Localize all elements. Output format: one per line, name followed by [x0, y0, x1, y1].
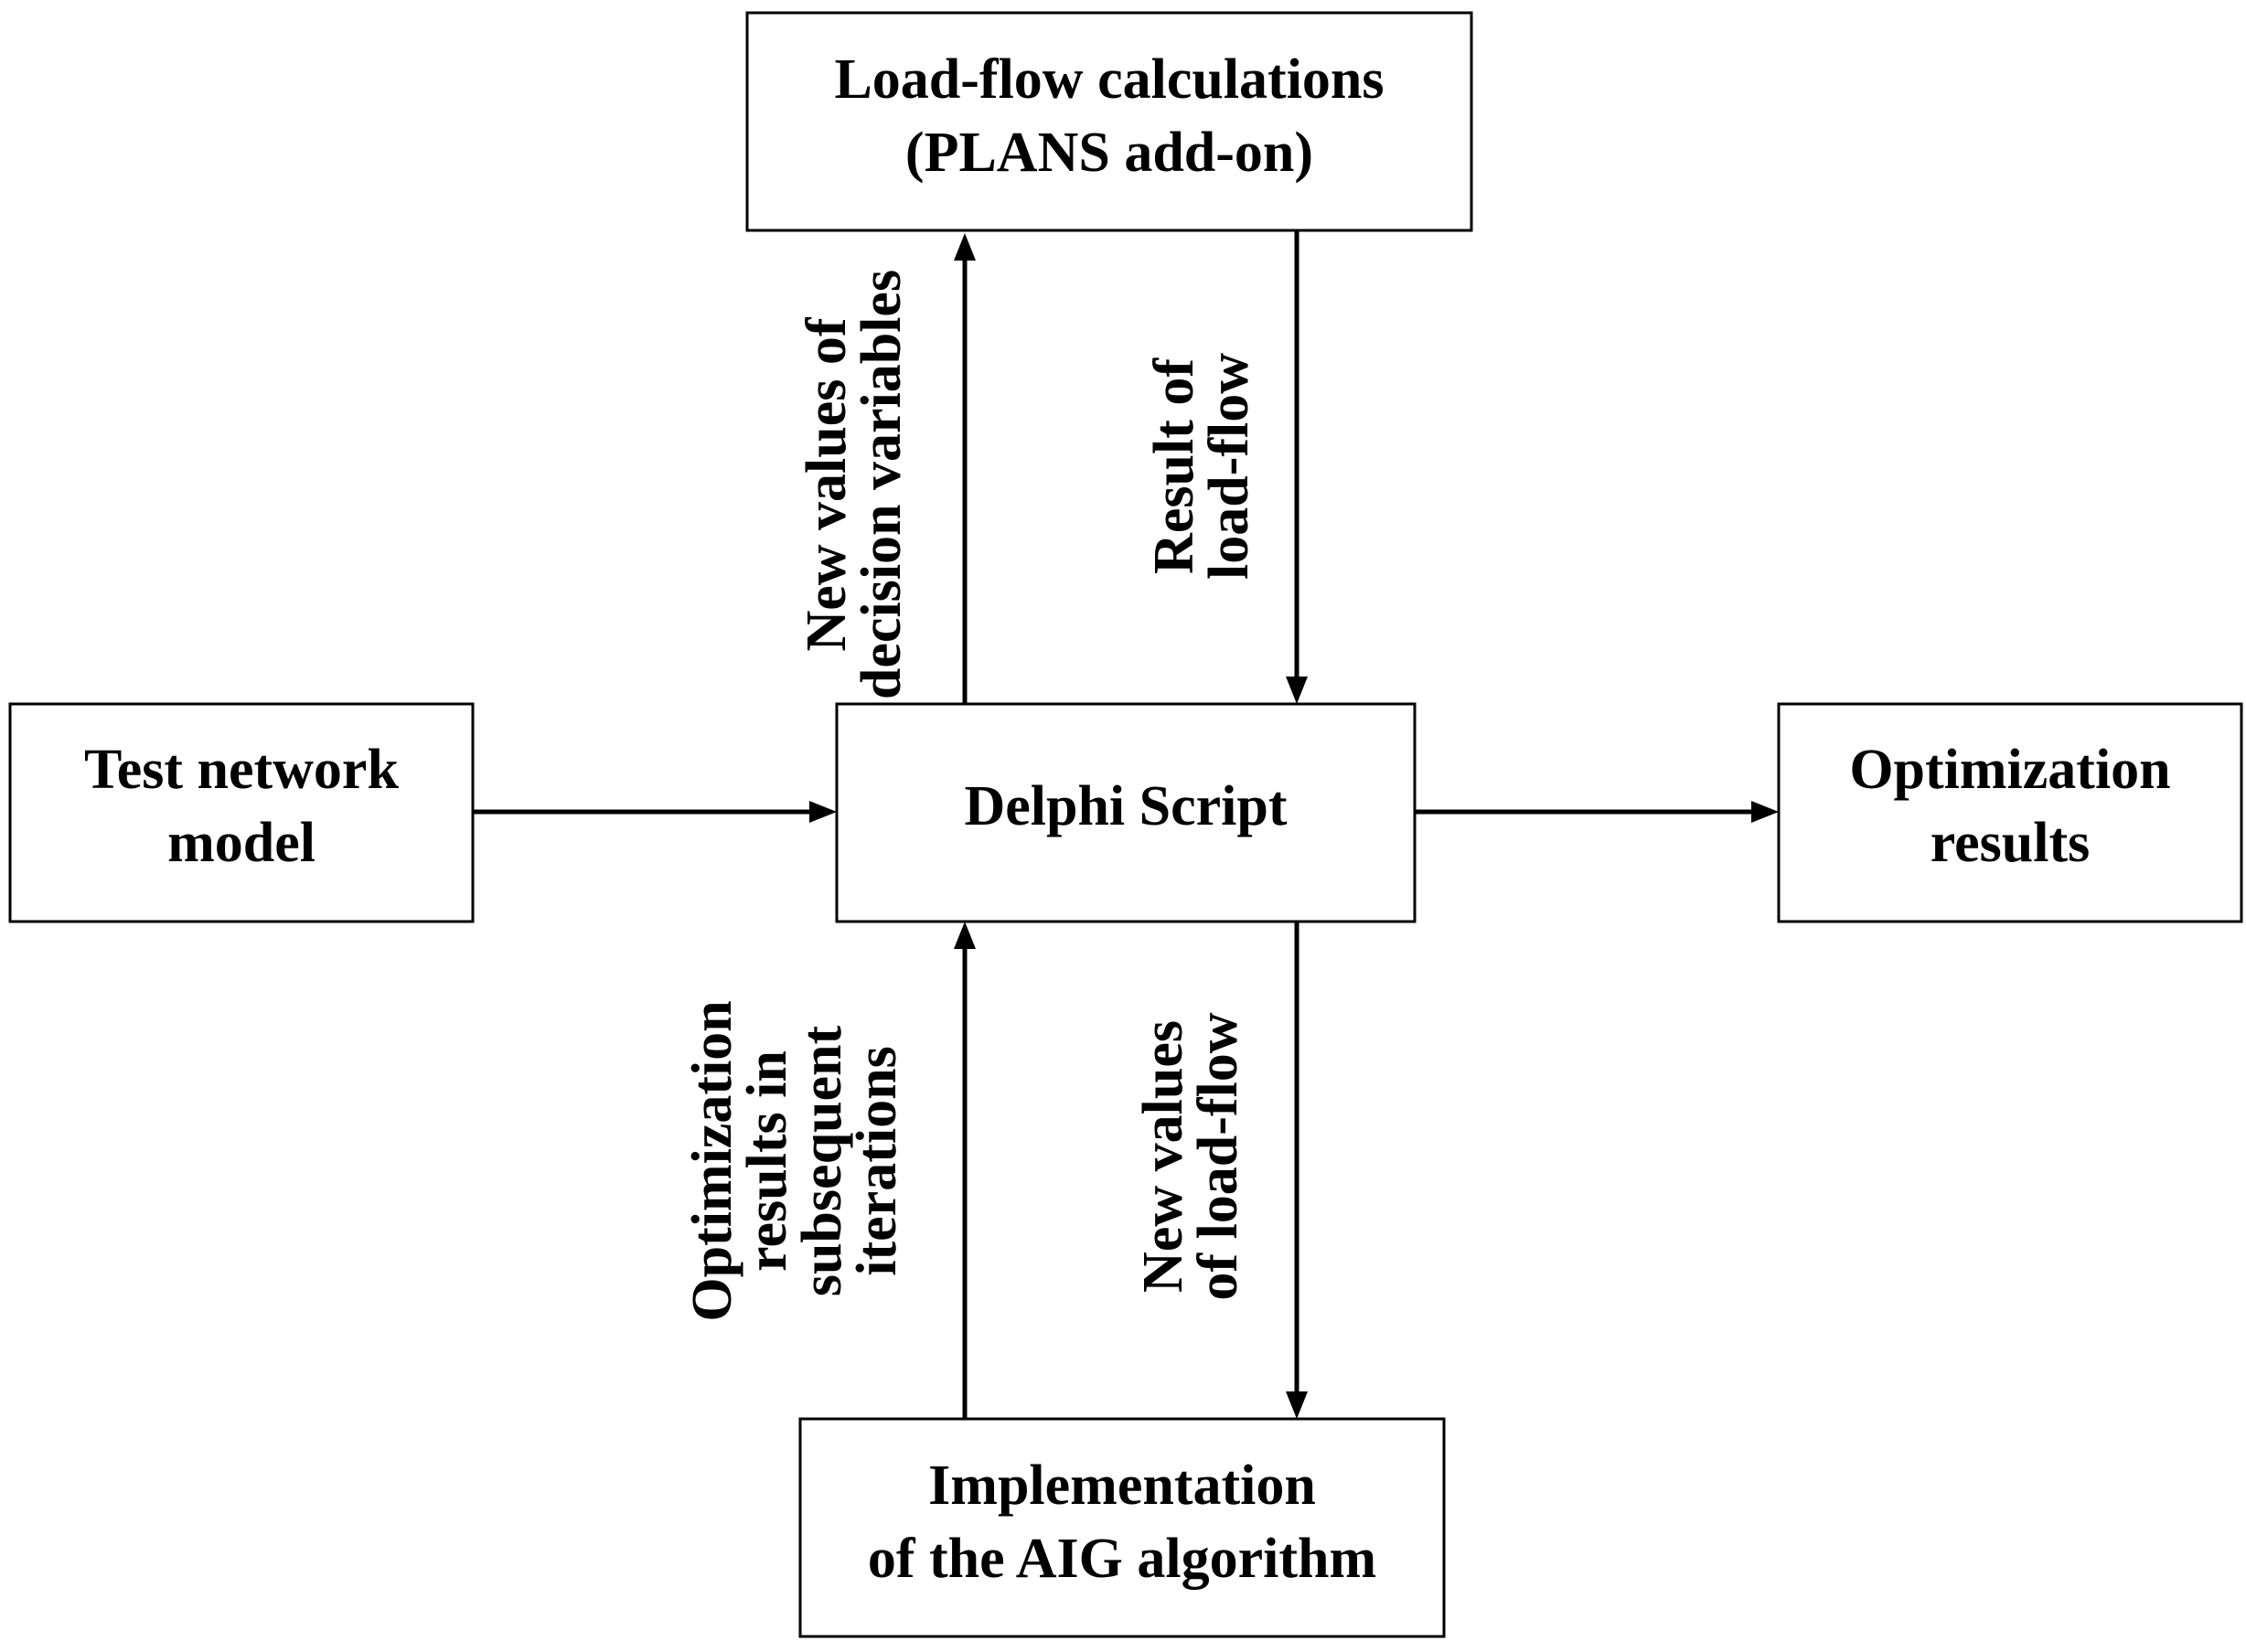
edge-label-new-values-load-flow: New values of load-flow: [1132, 1012, 1249, 1300]
edge-label-new-values-load-flow-line-1: New values: [1132, 1020, 1194, 1293]
edge-label-new-values-load-flow-line-2: of load-flow: [1187, 1012, 1249, 1300]
edge-label-new-values-decision: New values of decision variables: [796, 270, 913, 699]
edge-label-opt-results-iterations: Optimization results in subsequent itera…: [681, 1000, 908, 1321]
node-test-network-model: Test network model: [8, 702, 475, 923]
edge-aig-to-delphi: [954, 922, 976, 1419]
edge-label-result-load-flow-line-2: load-flow: [1198, 353, 1260, 580]
edge-label-opt-results-iterations-line-2: results in: [736, 1050, 798, 1272]
node-load-flow-line-1: Load-flow calculations: [834, 48, 1384, 111]
edge-load-flow-to-delphi: [1286, 230, 1308, 704]
edge-label-new-values-decision-line-1: New values of: [796, 316, 858, 651]
edge-label-result-load-flow-line-1: Result of: [1143, 357, 1205, 574]
node-optimization-results: Optimization results: [1777, 702, 2243, 923]
edge-label-opt-results-iterations-line-4: iterations: [846, 1046, 908, 1275]
edge-delphi-to-aig: [1286, 922, 1308, 1419]
node-aig-implementation: Implementation of the AIG algorithm: [798, 1417, 1446, 1638]
node-load-flow-line-2: (PLANS add-on): [905, 122, 1313, 184]
edge-label-new-values-decision-line-2: decision variables: [850, 270, 913, 699]
node-test-network-line-2: model: [167, 812, 316, 874]
edge-delphi-to-load-flow: [954, 233, 976, 704]
edge-delphi-to-optimization-results: [1415, 801, 1779, 823]
edge-test-network-to-delphi: [473, 801, 837, 823]
node-aig-line-2: of the AIG algorithm: [868, 1528, 1376, 1590]
node-load-flow-calculations: Load-flow calculations (PLANS add-on): [745, 11, 1473, 232]
edge-label-opt-results-iterations-line-3: subsequent: [791, 1025, 853, 1296]
node-delphi-script: Delphi Script: [835, 702, 1417, 923]
node-test-network-line-1: Test network: [84, 739, 399, 801]
node-optimization-results-line-2: results: [1930, 812, 2091, 874]
node-optimization-results-line-1: Optimization: [1849, 739, 2170, 801]
edge-label-opt-results-iterations-line-1: Optimization: [681, 1000, 743, 1321]
node-aig-line-1: Implementation: [928, 1455, 1316, 1517]
edge-label-result-load-flow: Result of load-flow: [1143, 353, 1260, 580]
node-delphi-line-1: Delphi Script: [964, 775, 1287, 837]
